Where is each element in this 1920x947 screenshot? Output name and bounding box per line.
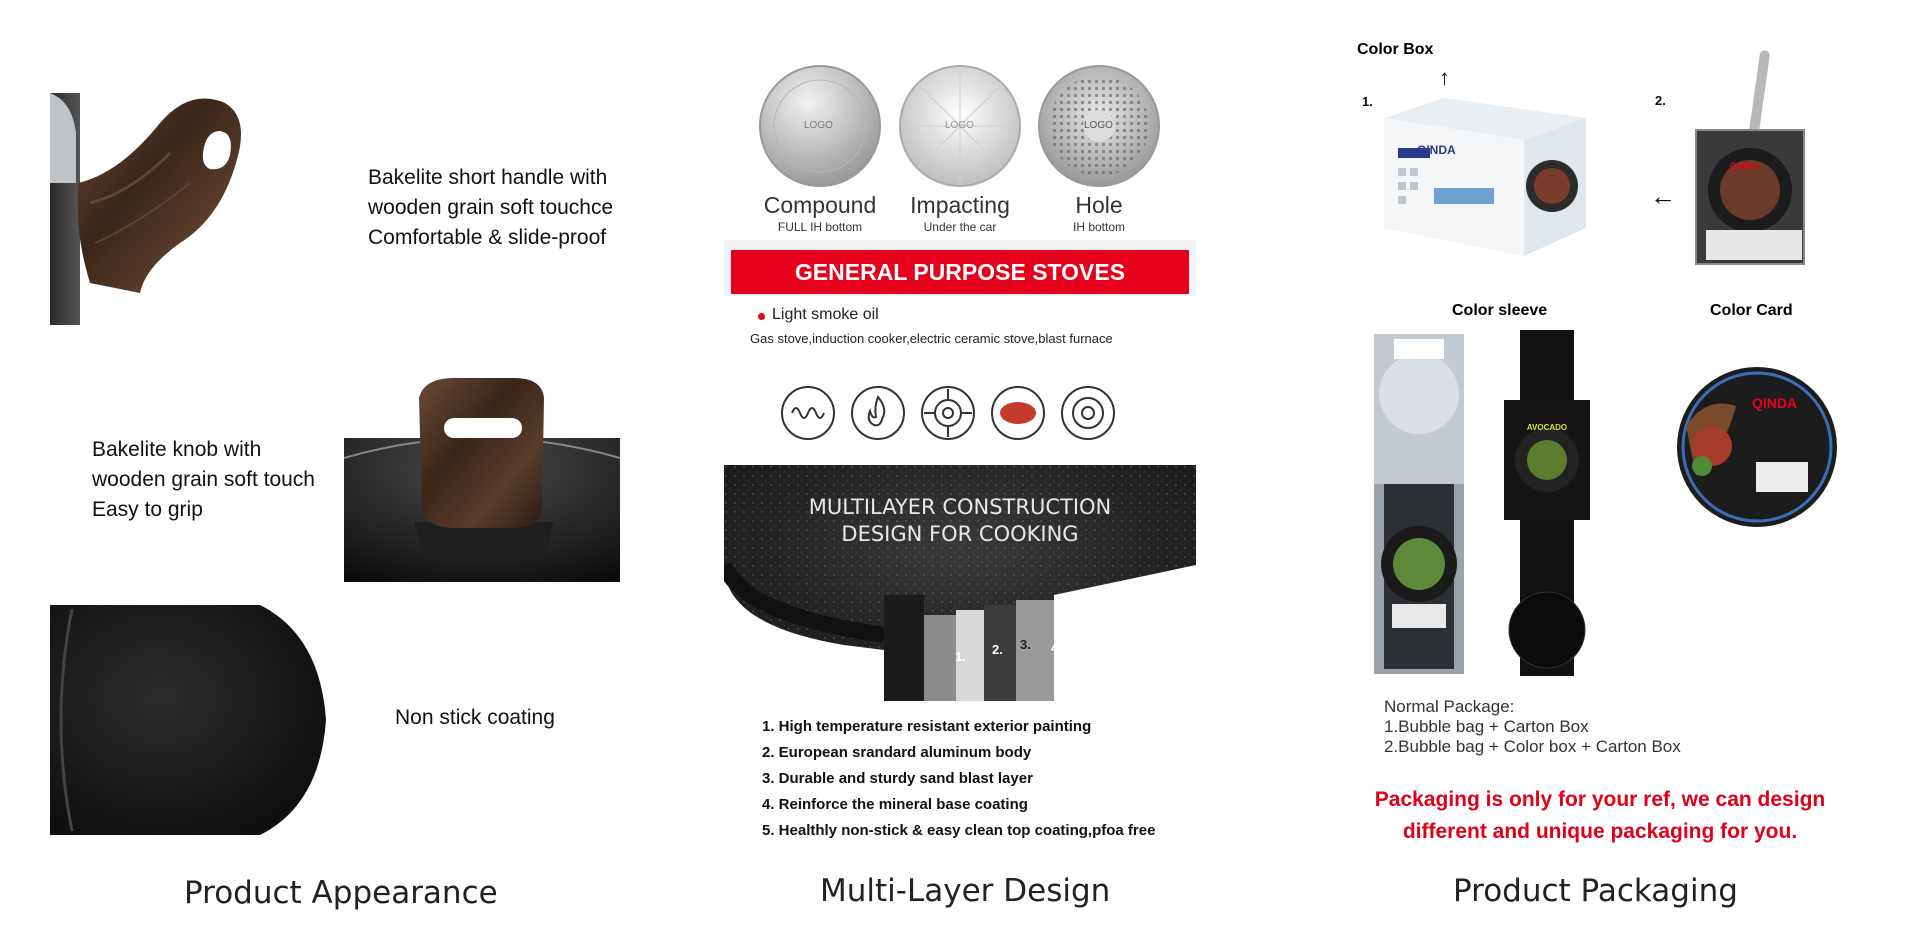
- color-sleeve-black-image: AVOCADO: [1504, 330, 1590, 676]
- multilayer-caption: Multi-Layer Design: [820, 873, 1111, 909]
- stove-icons-row: [781, 386, 1115, 440]
- base-compound-disc: [759, 65, 881, 187]
- gas-burner-icon: [921, 386, 975, 440]
- box-number-1: 1.: [1362, 94, 1373, 109]
- gas-flame-icon: [851, 386, 905, 440]
- base-hole-disc: [1038, 65, 1160, 187]
- coating-feature-text: Non stick coating: [395, 706, 555, 729]
- layer-number-2: 2.: [992, 642, 1003, 657]
- base-impacting-sub: Under the car: [923, 220, 997, 234]
- base-compound-logo: LOGO: [804, 120, 833, 131]
- normal-package-item-1: 1.Bubble bag + Carton Box: [1384, 717, 1589, 736]
- appearance-section: Bakelite short handle with wooden grain …: [0, 0, 640, 947]
- induction-icon: [1061, 386, 1115, 440]
- layer-number-3: 3.: [1020, 637, 1031, 652]
- multilayer-illustration: [724, 465, 1196, 701]
- oil-note: Light smoke oil: [772, 306, 879, 323]
- packaging-caption: Product Packaging: [1453, 873, 1738, 909]
- box-number-2: 2.: [1655, 93, 1666, 108]
- color-card-label: Color Card: [1710, 302, 1793, 319]
- list-item: 2. European srandard aluminum body: [762, 744, 1032, 761]
- packaging-note-line2: different and unique packaging for you.: [1402, 820, 1798, 843]
- knob-feature-text: Bakelite knob with wooden grain soft tou…: [92, 438, 315, 521]
- knob-photo: [344, 378, 620, 582]
- base-impacting-disc: [899, 65, 1021, 187]
- layer-number-1: 1.: [955, 649, 966, 664]
- base-impacting-logo: LOGO: [945, 120, 974, 131]
- color-card-image: [1677, 367, 1837, 527]
- pan-box-brand: QINDA: [1730, 161, 1759, 171]
- layer-number-5: 5.: [1089, 652, 1100, 667]
- pan-in-box-image: [1695, 50, 1805, 265]
- up-arrow-icon: ↑: [1439, 65, 1450, 90]
- stove-types: Gas stove,induction cooker,electric cera…: [750, 331, 1113, 346]
- coil-stove-icon: [781, 386, 835, 440]
- layer-number-4: 4.: [1051, 640, 1062, 655]
- construction-heading-1: MULTILAYER CONSTRUCTION: [808, 495, 1112, 519]
- stoves-banner: GENERAL PURPOSE STOVES: [731, 250, 1189, 294]
- color-box-image: [1384, 98, 1586, 256]
- construction-heading-2: DESIGN FOR COOKING: [841, 522, 1079, 546]
- svg-text:AVOCADO: AVOCADO: [1527, 423, 1567, 432]
- base-hole-title: Hole: [1075, 192, 1123, 218]
- color-sleeve-label: Color sleeve: [1452, 302, 1548, 319]
- color-sleeve-gray-image: [1374, 334, 1464, 674]
- multilayer-section: LOGO LOGO LOGO Compound FULL IH bottom I…: [640, 0, 1280, 947]
- oil-bullet: [758, 313, 765, 320]
- handle-feature-text: Bakelite short handle with wooden grain …: [368, 166, 614, 249]
- base-compound-sub: FULL IH bottom: [777, 220, 863, 234]
- normal-package-item-2: 2.Bubble bag + Color box + Carton Box: [1384, 737, 1681, 756]
- list-item: 5. Healthly non-stick & easy clean top c…: [762, 822, 1156, 839]
- base-compound-title: Compound: [763, 192, 877, 218]
- card-brand: QINDA: [1752, 395, 1798, 411]
- packaging-section: Color Box ↑ 1. 2. QINDA ← QINDA Color sl…: [1280, 0, 1920, 947]
- packaging-note-line1: Packaging is only for your ref, we can d…: [1374, 788, 1826, 811]
- handle-photo: [50, 93, 242, 325]
- nonstick-photo: [50, 605, 326, 835]
- layer-list: 1. High temperature resistant exterior p…: [762, 718, 1155, 848]
- appearance-caption: Product Appearance: [184, 875, 498, 911]
- list-item: 3. Durable and sturdy sand blast layer: [762, 770, 1033, 787]
- base-hole-logo: LOGO: [1084, 120, 1113, 131]
- normal-package-title: Normal Package:: [1384, 697, 1515, 716]
- list-item: 4. Reinforce the mineral base coating: [762, 796, 1028, 813]
- base-impacting-title: Impacting: [910, 192, 1010, 218]
- list-item: 1. High temperature resistant exterior p…: [762, 718, 1092, 735]
- base-hole-sub: IH bottom: [1072, 220, 1126, 234]
- color-box-label: Color Box: [1357, 41, 1434, 58]
- box-brand: QINDA: [1417, 143, 1456, 157]
- left-arrow-icon: ←: [1650, 181, 1676, 211]
- ceramic-stove-icon: [991, 386, 1045, 440]
